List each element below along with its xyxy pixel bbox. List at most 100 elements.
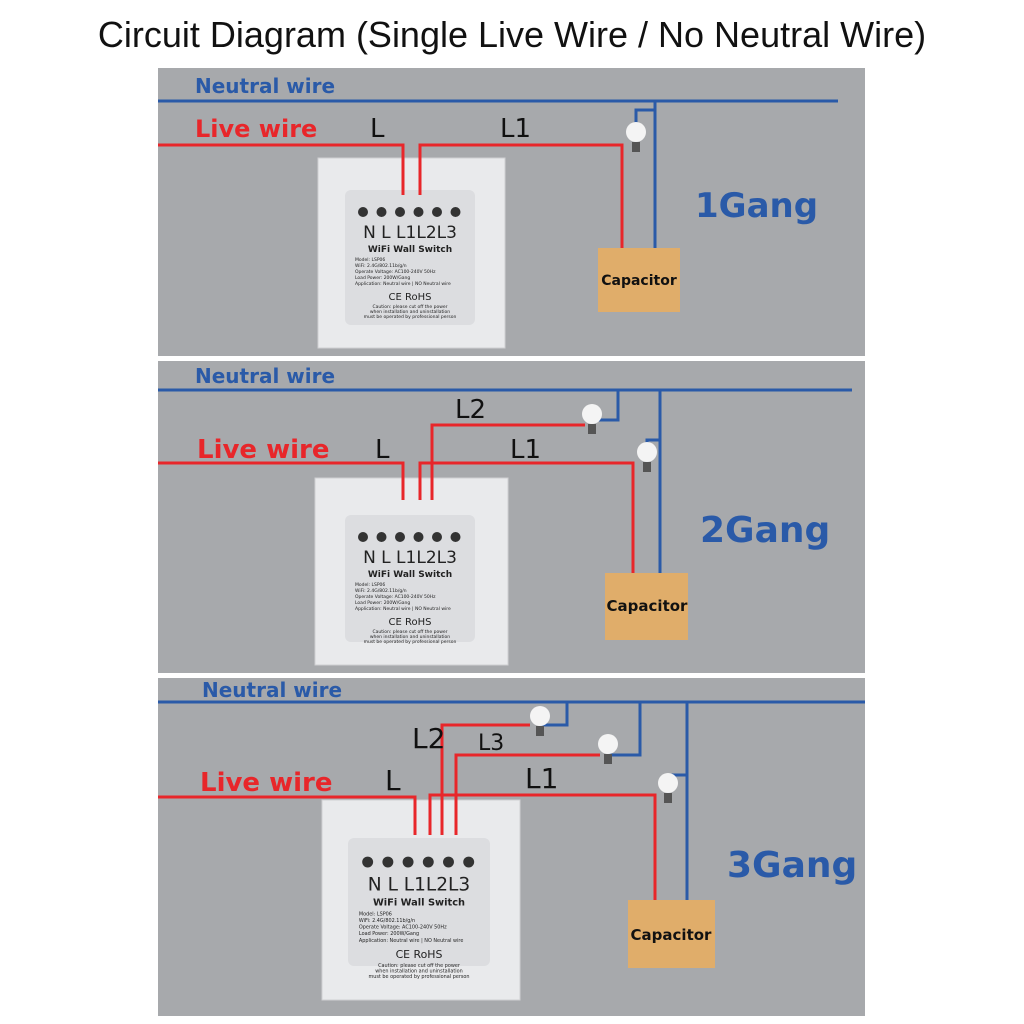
certification-marks: CE RoHS xyxy=(396,948,443,961)
terminal-screw xyxy=(432,532,442,542)
capacitor xyxy=(598,248,680,312)
switch-module xyxy=(345,515,475,642)
spec-load: Load Power: 200W/Gang xyxy=(355,275,410,281)
terminal-screw xyxy=(395,207,405,217)
gang-label: 1Gang xyxy=(695,186,818,226)
terminal-screw xyxy=(450,207,461,217)
terminal-screw xyxy=(450,532,461,542)
spec-model: Model: LSP06 xyxy=(359,912,392,918)
spec-load: Load Power: 200W/Gang xyxy=(355,600,410,606)
switch-module xyxy=(345,190,475,325)
spec-wifi: WiFi: 2.4G/802.11b/g/n xyxy=(359,918,415,924)
lamp-icon xyxy=(530,706,550,736)
caution-text: Caution: please cut off the power xyxy=(372,304,447,310)
terminal-screw xyxy=(413,207,424,217)
gang-label: 2Gang xyxy=(700,510,830,551)
switch-name: WiFi Wall Switch xyxy=(373,898,465,909)
caution-text: when installation and uninstallation xyxy=(370,309,450,315)
l1-label: L1 xyxy=(525,762,558,795)
caution-text: Caution: please cut off the power xyxy=(372,629,447,635)
spec-application: Application: Neutral wire | NO Neutral w… xyxy=(359,938,463,944)
wiring-2gang xyxy=(158,388,852,573)
terminal-screw xyxy=(362,856,374,868)
wiring-1gang xyxy=(158,99,838,248)
neutral-wire-label: Neutral wire xyxy=(202,678,342,702)
certification-marks: CE RoHS xyxy=(389,292,432,303)
capacitor-label: Capacitor xyxy=(631,926,712,944)
lamp-neutral xyxy=(592,390,620,422)
spec-application: Application: Neutral wire | NO Neutral w… xyxy=(355,281,451,287)
terminal-screw xyxy=(443,856,454,868)
lamp-neutral xyxy=(540,702,569,727)
l1-wire xyxy=(428,793,657,900)
terminal-screw xyxy=(432,207,442,217)
caution-text: must be operated by professional person xyxy=(368,974,469,980)
live-wire-label: Live wire xyxy=(200,768,333,798)
terminal-labels: N L L1L2L3 xyxy=(368,874,470,895)
live-wire xyxy=(158,461,405,500)
certification-marks: CE RoHS xyxy=(389,617,432,628)
caution-text: must be operated by professional person xyxy=(364,639,457,645)
l1-wire xyxy=(418,143,624,248)
lamp-icon xyxy=(637,442,657,472)
caution-text: when installation and uninstallation xyxy=(375,968,463,974)
lamp-icon xyxy=(658,773,678,803)
terminal-screw xyxy=(376,207,387,217)
l1-label: L1 xyxy=(500,114,531,144)
spec-wifi: WiFi: 2.4G/802.11b/g/n xyxy=(355,588,407,594)
gang-label: 3Gang xyxy=(727,845,857,886)
l3-wire xyxy=(454,753,600,835)
l-label: L xyxy=(375,435,390,465)
switch-module xyxy=(348,838,490,966)
lamp-icon xyxy=(626,122,646,152)
l2-label: L2 xyxy=(412,722,445,755)
switch-name: WiFi Wall Switch xyxy=(368,570,452,580)
terminal-screw xyxy=(358,207,368,217)
spec-voltage: Operate Voltage: AC100-240V 50Hz xyxy=(355,269,436,275)
spec-wifi: WiFi: 2.4G/802.11b/g/n xyxy=(355,263,407,269)
neutral-wire-label: Neutral wire xyxy=(195,74,335,98)
terminal-screw xyxy=(402,856,414,868)
l-label: L xyxy=(370,114,385,144)
neutral-wire-label: Neutral wire xyxy=(195,364,335,388)
lamp-icon xyxy=(582,404,602,434)
l2-label: L2 xyxy=(455,395,486,425)
l3-label: L3 xyxy=(478,731,504,756)
spec-model: Model: LSP06 xyxy=(355,257,385,263)
diagram-title: Circuit Diagram (Single Live Wire / No N… xyxy=(97,14,927,55)
terminal-labels: N L L1L2L3 xyxy=(363,223,457,243)
spec-voltage: Operate Voltage: AC100-240V 50Hz xyxy=(359,925,447,931)
lamp-icon xyxy=(598,734,618,764)
terminal-screw xyxy=(376,532,387,542)
spec-voltage: Operate Voltage: AC100-240V 50Hz xyxy=(355,594,436,600)
l-label: L xyxy=(385,764,401,797)
terminal-screw xyxy=(463,856,475,868)
panel-2gang xyxy=(158,361,865,673)
l1-wire xyxy=(418,461,635,573)
lamp-neutral xyxy=(608,702,642,757)
capacitor xyxy=(605,573,688,640)
caution-text: when installation and uninstallation xyxy=(370,634,450,640)
live-wire xyxy=(158,795,417,835)
live-wire xyxy=(158,143,405,195)
caution-text: Caution: please cut off the power xyxy=(378,963,461,969)
switch-name: WiFi Wall Switch xyxy=(368,245,452,255)
capacitor xyxy=(628,900,715,968)
spec-application: Application: Neutral wire | NO Neutral w… xyxy=(355,606,451,612)
l2-wire xyxy=(430,423,585,500)
terminal-screw xyxy=(395,532,405,542)
live-wire-label: Live wire xyxy=(197,435,330,465)
l2-wire xyxy=(440,723,530,835)
caution-text: must be operated by professional person xyxy=(364,314,457,320)
terminal-screw xyxy=(413,532,424,542)
terminal-screw xyxy=(422,856,434,868)
panel-1gang xyxy=(158,68,865,356)
terminal-labels: N L L1L2L3 xyxy=(363,548,457,568)
live-wire-label: Live wire xyxy=(195,115,317,143)
terminal-screw xyxy=(358,532,368,542)
spec-model: Model: LSP06 xyxy=(355,582,385,588)
spec-load: Load Power: 200W/Gang xyxy=(359,931,419,937)
terminal-screw xyxy=(382,856,394,868)
